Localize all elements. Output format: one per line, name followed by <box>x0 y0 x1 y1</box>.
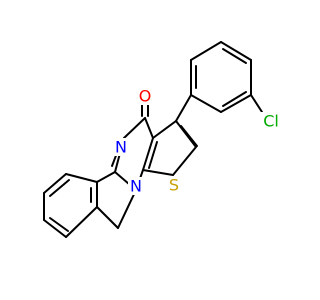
svg-text:O: O <box>139 87 152 106</box>
atom-label-chlorine: Cl <box>258 112 284 131</box>
chlorophenyl-ring <box>190 41 252 113</box>
structure-canvas: O N N S Cl <box>43 41 284 238</box>
svg-text:N: N <box>115 138 127 157</box>
carbonyl-bond <box>141 104 149 117</box>
svg-text:N: N <box>130 177 142 196</box>
benzo-ring <box>43 173 98 238</box>
atom-label-sulfur: S <box>166 176 182 195</box>
atom-label-nitrogen-ring: N <box>128 177 144 196</box>
pyrrole-ring <box>96 171 137 229</box>
atom-label-nitrogen-imine: N <box>113 138 129 157</box>
svg-text:S: S <box>169 176 179 195</box>
c-cl-bond <box>250 94 263 113</box>
aryl-thiophene-bond <box>175 94 192 122</box>
atom-label-oxygen: O <box>137 87 153 106</box>
molecule-diagram: O N N S Cl <box>43 41 284 238</box>
thiophene-ring <box>142 120 198 176</box>
svg-text:Cl: Cl <box>263 112 279 131</box>
